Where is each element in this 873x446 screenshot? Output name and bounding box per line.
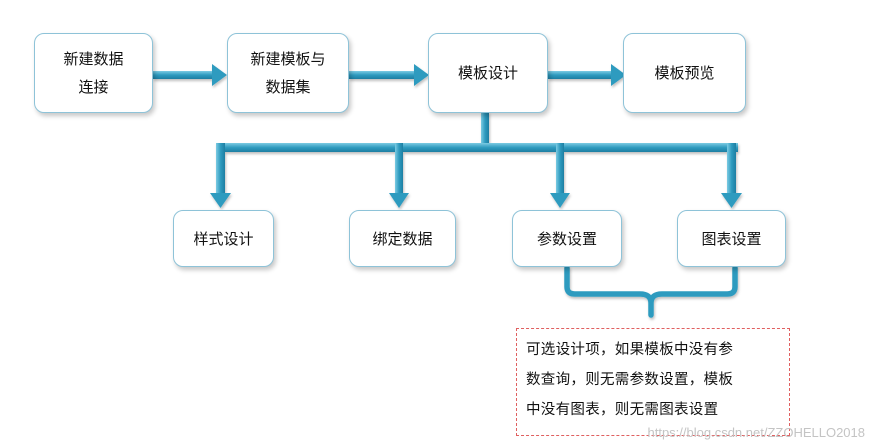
flow-step-2-line-1: 新建模板与 [250,50,326,68]
branch-4-label: 图表设置 [701,229,762,248]
flow-step-1-line-1: 新建数据 [63,50,124,68]
note-line-2: 数查询，则无需参数设置，模板 [526,372,734,388]
branch-style-design: 样式设计 [173,210,274,267]
watermark: https://blog.csdn.net/ZZOHELLO2018 [647,425,865,440]
flow-step-template-preview: 模板预览 [623,33,746,113]
note-line-1: 可选设计项，如果模板中没有参 [526,342,734,358]
flow-step-template-design: 模板设计 [428,33,548,113]
flow-step-new-template-dataset: 新建模板与 数据集 [227,33,349,113]
arrow-connection-1-2 [153,64,227,86]
flow-step-3-label: 模板设计 [457,64,518,82]
arrow-connection-2-3 [349,64,429,86]
grouping-brace [564,265,738,318]
optional-items-note: 可选设计项，如果模板中没有参 数查询，则无需参数设置，模板 中没有图表，则无需图… [516,328,790,436]
flow-step-new-connection: 新建数据 连接 [34,33,153,113]
note-line-3: 中没有图表，则无需图表设置 [526,402,719,418]
branch-parameter-settings: 参数设置 [512,210,622,267]
flow-step-2-line-2: 数据集 [265,78,311,96]
branch-3-label: 参数设置 [536,229,597,248]
branch-chart-settings: 图表设置 [677,210,786,267]
flow-step-4-label: 模板预览 [654,64,715,82]
arrow-connection-3-4 [548,64,626,86]
branch-bind-data: 绑定数据 [349,210,456,267]
flow-step-1-line-2: 连接 [78,78,109,96]
branch-tree-connector [210,112,742,208]
branch-2-label: 绑定数据 [372,229,433,248]
branch-1-label: 样式设计 [193,229,254,248]
